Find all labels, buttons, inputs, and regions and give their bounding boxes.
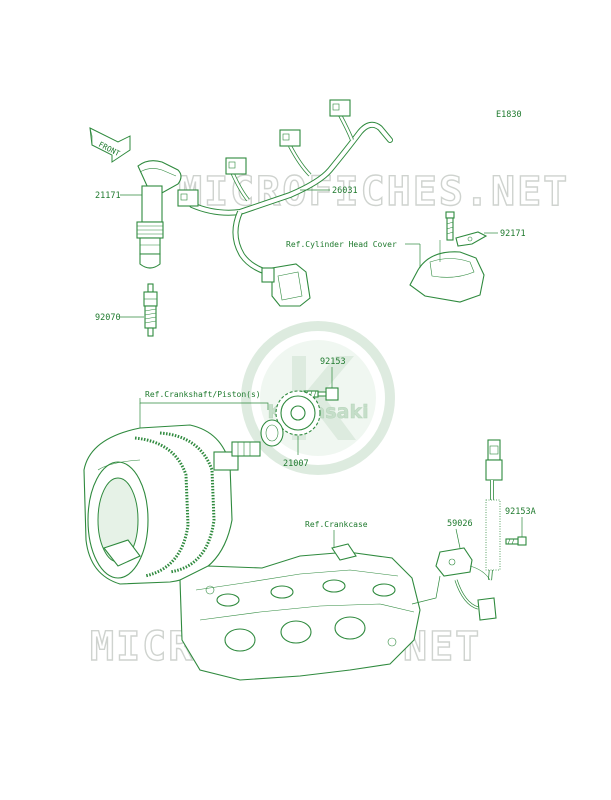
ignition-coil [136, 160, 182, 269]
crank-sensor [435, 439, 503, 621]
part-number-59026: 59026 [447, 519, 473, 529]
part-number-92153a: 92153A [505, 507, 536, 517]
part-number-92070: 92070 [95, 313, 121, 323]
part-number-21171: 21171 [95, 191, 121, 201]
crankcase [179, 543, 421, 681]
part-number-92171: 92171 [500, 229, 526, 239]
ref-crankshaft-pistons: Ref.Crankshaft/Piston(s) [145, 390, 261, 399]
part-number-92153: 92153 [320, 357, 346, 367]
front-arrow-icon: FRONT [89, 127, 131, 163]
bolt-92153a [505, 536, 527, 546]
part-number-21007: 21007 [283, 459, 309, 469]
kawasaki-logo: Kawasaki [241, 321, 395, 475]
timing-rotor [260, 390, 321, 447]
ref-cylinder-head-cover: Ref.Cylinder Head Cover [286, 240, 397, 249]
crankshaft [83, 424, 261, 585]
part-number-26031: 26031 [332, 186, 358, 196]
figure-code: E1830 [496, 110, 522, 120]
wiring-harness [177, 99, 393, 307]
spark-plug [143, 283, 158, 337]
watermark-top: MICROFICHES.NET [178, 169, 569, 215]
cam-sensor [409, 211, 488, 303]
ref-crankcase: Ref.Crankcase [305, 520, 368, 529]
